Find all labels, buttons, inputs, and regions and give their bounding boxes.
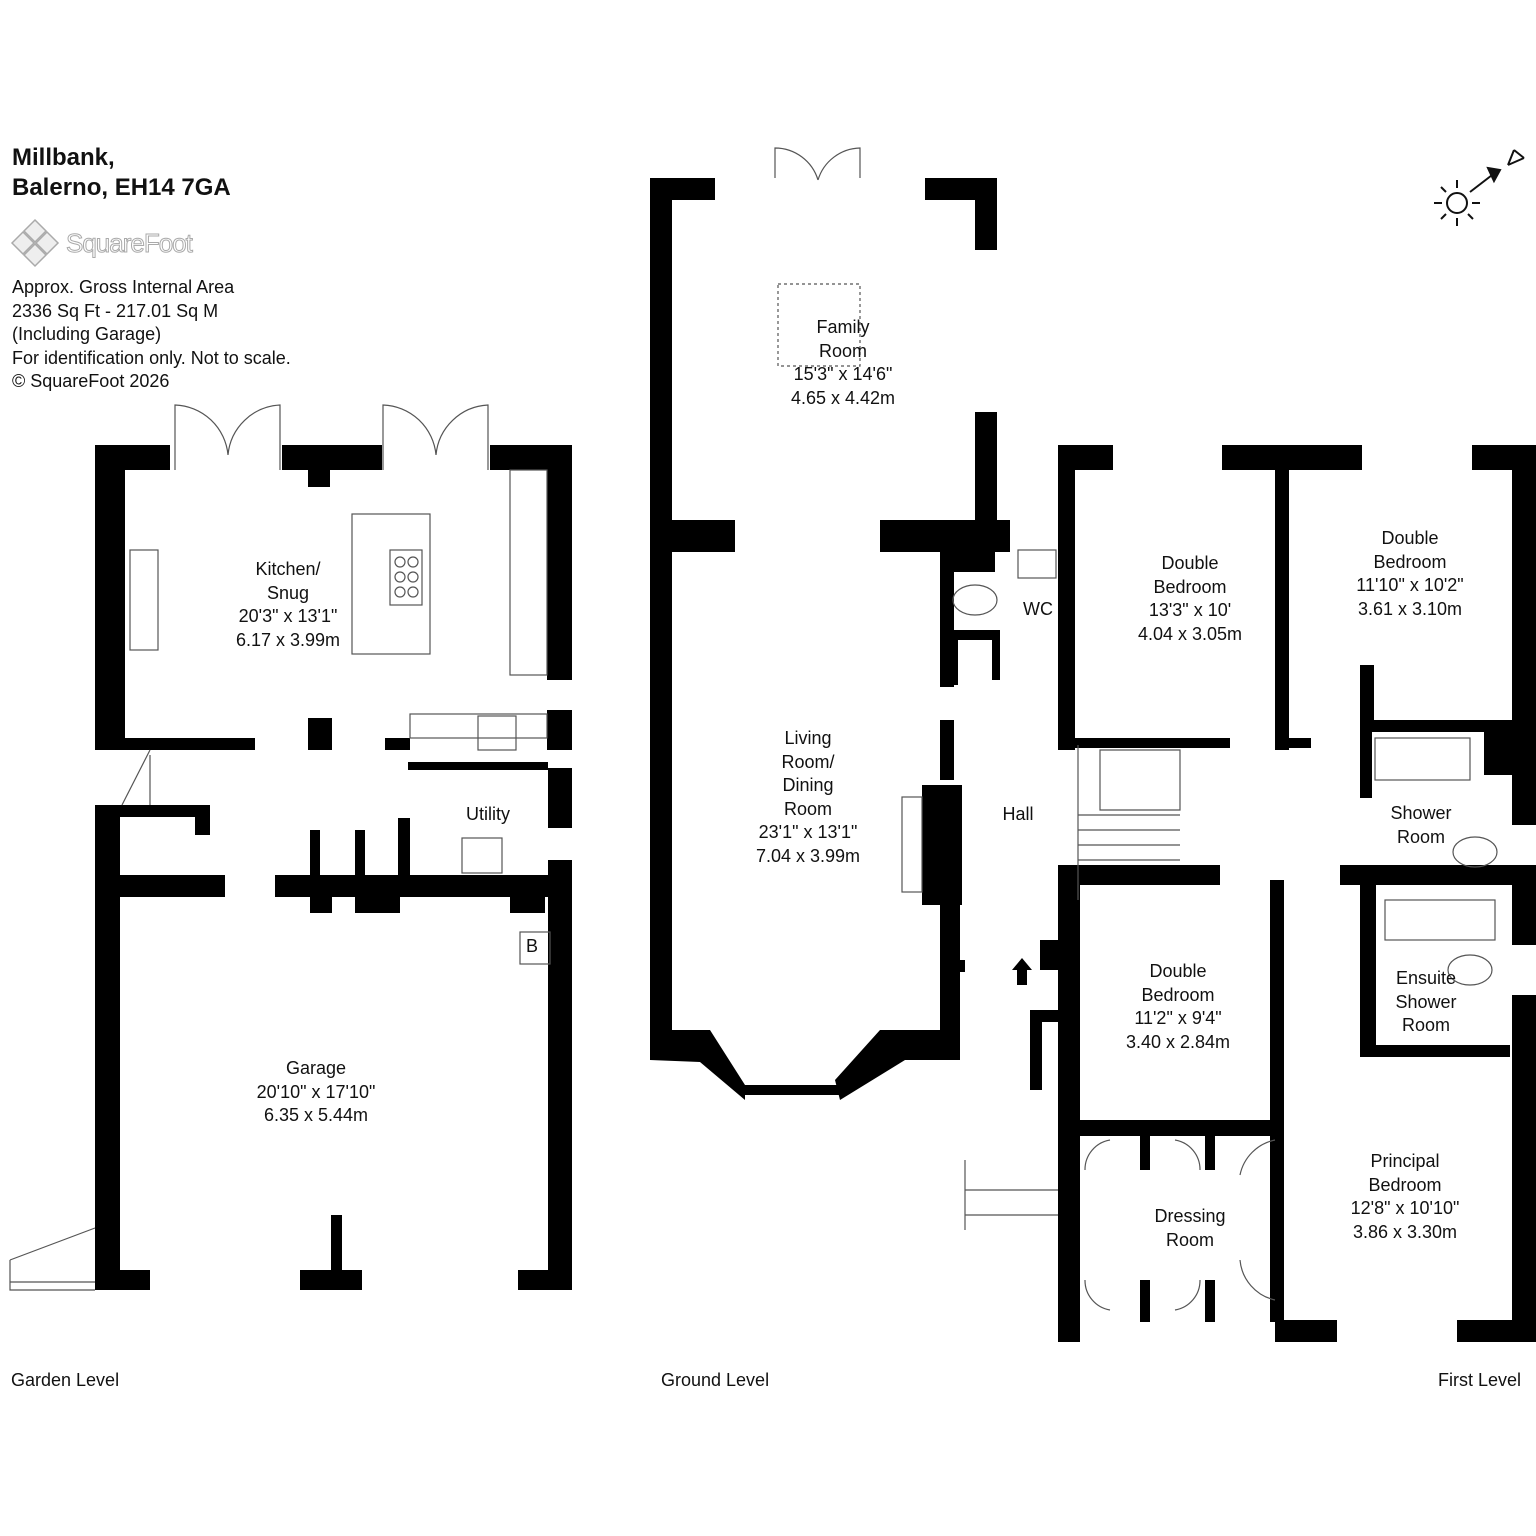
room-name: Bedroom: [1373, 551, 1447, 572]
squarefoot-logo: SquareFoot: [10, 218, 194, 268]
room-dimensions-imperial: 20'10" x 17'10": [256, 1081, 376, 1102]
room-dimensions-metric: 3.61 x 3.10m: [1357, 598, 1463, 619]
room-double-bedroom-3: Double Bedroom 11'2" x 9'4" 3.40 x 2.84m: [1126, 960, 1230, 1054]
room-principal-bedroom: Principal Bedroom 12'8" x 10'10" 3.86 x …: [1351, 1150, 1460, 1244]
address-line-2: Balerno, EH14 7GA: [12, 174, 231, 201]
room-wc: WC: [1023, 598, 1053, 622]
room-dimensions-imperial: 15'3" x 14'6": [793, 364, 893, 384]
room-name: Shower: [1395, 991, 1457, 1012]
room-dimensions-metric: 3.86 x 3.30m: [1352, 1221, 1458, 1242]
room-name: Room: [818, 340, 867, 361]
room-name: Room/: [781, 751, 835, 772]
room-name: Garage: [285, 1058, 347, 1078]
sun-compass-icon: [1434, 149, 1525, 226]
level-label-ground: Ground Level: [661, 1370, 770, 1390]
room-dimensions-imperial: 11'10" x 10'2": [1356, 575, 1464, 595]
room-name: Bedroom: [1141, 984, 1215, 1005]
info-line: Approx. Gross Internal Area: [12, 277, 235, 297]
room-name: Dressing: [1154, 1206, 1226, 1226]
room-family: Family Room 15'3" x 14'6" 4.65 x 4.42m: [791, 316, 895, 410]
room-name: Living: [784, 728, 832, 748]
room-kitchen-snug: Kitchen/ Snug 20'3" x 13'1" 6.17 x 3.99m: [236, 558, 340, 652]
room-dimensions-metric: 7.04 x 3.99m: [755, 845, 861, 866]
room-dimensions-imperial: 13'3" x 10': [1148, 600, 1232, 620]
room-dimensions-metric: 6.35 x 5.44m: [263, 1105, 369, 1125]
walls: [95, 178, 1536, 1342]
room-name: Room: [1396, 826, 1445, 847]
room-dimensions-metric: 4.65 x 4.42m: [790, 387, 896, 408]
room-double-bedroom-1: Double Bedroom 13'3" x 10' 4.04 x 3.05m: [1138, 552, 1242, 646]
fixtures: [9, 147, 1498, 1311]
info-line: © SquareFoot 2026: [12, 371, 170, 391]
boiler-label: B: [526, 935, 538, 959]
property-address: Millbank, Balerno, EH14 7GA: [12, 143, 231, 203]
room-dimensions-imperial: 23'1" x 13'1": [758, 822, 858, 842]
room-name: Shower: [1390, 803, 1452, 823]
info-line: 2336 Sq Ft - 217.01 Sq M: [12, 300, 219, 321]
room-name: Room: [1401, 1015, 1450, 1035]
logo-diamond-icon: [10, 218, 60, 268]
room-dimensions-metric: 6.17 x 3.99m: [235, 629, 341, 650]
room-hall: Hall: [1002, 803, 1033, 827]
room-dimensions-imperial: 11'2" x 9'4": [1134, 1008, 1222, 1028]
room-dimensions-metric: 4.04 x 3.05m: [1137, 623, 1243, 644]
room-garage: Garage 20'10" x 17'10" 6.35 x 5.44m: [257, 1057, 376, 1128]
room-name: Ensuite: [1395, 968, 1457, 988]
room-name: Bedroom: [1368, 1174, 1442, 1195]
logo-text: SquareFoot: [66, 227, 194, 258]
room-shower: Shower Room: [1390, 802, 1451, 849]
room-dimensions-imperial: 20'3" x 13'1": [238, 606, 338, 626]
address-line-1: Millbank,: [12, 144, 115, 171]
info-line: (Including Garage): [12, 324, 162, 344]
room-name: WC: [1023, 599, 1053, 619]
room-name: Dining: [782, 775, 834, 795]
room-name: Double: [1161, 553, 1219, 573]
level-label-garden: Garden Level: [11, 1370, 120, 1390]
room-living-dining: Living Room/ Dining Room 23'1" x 13'1" 7…: [756, 727, 860, 868]
room-dimensions-metric: 3.40 x 2.84m: [1125, 1031, 1231, 1052]
room-name: Principal: [1370, 1151, 1440, 1171]
room-name: Double: [1149, 961, 1207, 981]
room-name: Room: [783, 798, 832, 819]
room-name: Double: [1381, 528, 1439, 548]
room-dressing: Dressing Room: [1154, 1205, 1225, 1252]
room-ensuite-shower: Ensuite Shower Room: [1395, 967, 1456, 1038]
room-name: Room: [1165, 1229, 1214, 1250]
level-label-first: First Level: [1438, 1370, 1522, 1390]
room-name: Bedroom: [1153, 576, 1227, 597]
room-utility: Utility: [466, 803, 510, 827]
room-name: Family: [816, 317, 870, 337]
room-name: Kitchen/: [255, 559, 321, 579]
entrance-arrow-icon: [1012, 958, 1032, 985]
area-info: Approx. Gross Internal Area 2336 Sq Ft -…: [12, 276, 291, 394]
room-name: Hall: [1002, 804, 1034, 824]
room-double-bedroom-2: Double Bedroom 11'10" x 10'2" 3.61 x 3.1…: [1356, 527, 1463, 621]
info-line: For identification only. Not to scale.: [12, 347, 291, 368]
room-name: Utility: [466, 804, 510, 824]
room-dimensions-imperial: 12'8" x 10'10": [1350, 1198, 1460, 1218]
room-name: Snug: [266, 582, 310, 603]
room-name: B: [525, 936, 539, 956]
